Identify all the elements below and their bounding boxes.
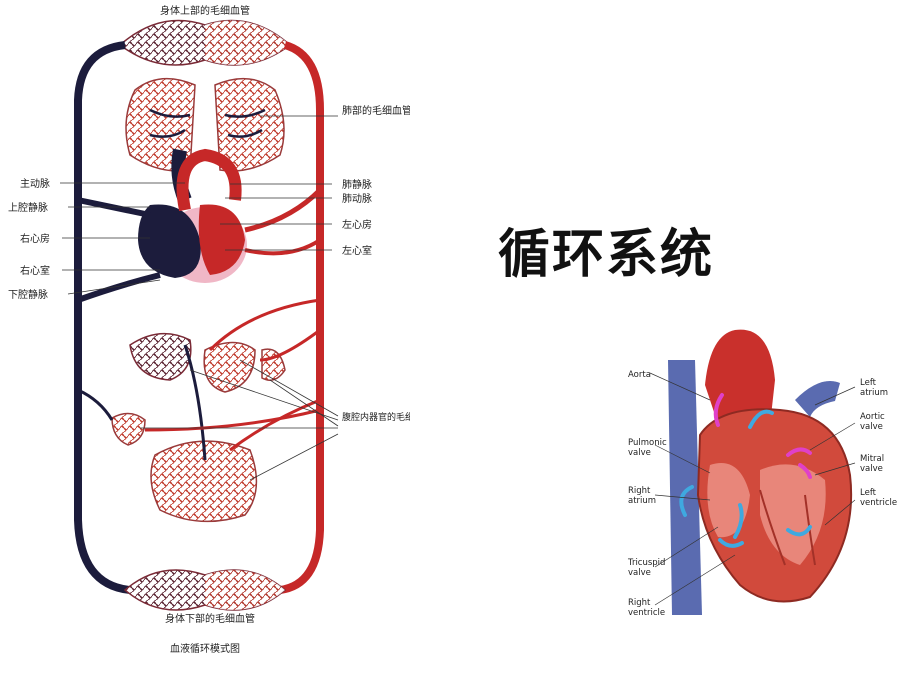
arterial-loop-right	[279, 41, 324, 594]
heart-label-tricuspid-valve-1: Tricuspid	[627, 558, 665, 568]
heart-label-right-atrium-1: Right	[628, 486, 651, 496]
venous-loop-left	[74, 41, 131, 594]
heart-label-right-atrium-2: atrium	[628, 496, 656, 506]
circulation-diagram: 身体上部的毛细血管 主动脉 上腔静脉 右心房 右心室 下腔静脉 肺部的毛细血管 …	[8, 4, 410, 655]
bottom-capillary-label: 身体下部的毛细血管	[165, 612, 255, 625]
label-left-ventricle: 左心室	[342, 244, 372, 257]
heart-label-aortic-valve-1: Aortic	[860, 412, 885, 422]
label-left-atrium: 左心房	[342, 218, 372, 231]
label-pulmonary-artery: 肺动脉	[342, 192, 372, 205]
label-aorta: 主动脉	[20, 177, 50, 190]
pulmonary-vein	[795, 381, 840, 417]
heart-label-left-ventricle-1: Left	[860, 488, 877, 498]
heart-label-left-atrium-2: atrium	[860, 388, 888, 398]
slide-title: 循环系统	[498, 224, 715, 285]
heart-label-pulmonic-valve-2: valve	[628, 448, 651, 458]
label-leaders	[60, 115, 339, 481]
heart-label-right-ventricle-2: ventricle	[628, 608, 665, 618]
label-lung-capillaries: 肺部的毛细血管	[342, 104, 410, 117]
aorta-arch	[705, 329, 775, 430]
heart-label-aorta: Aorta	[628, 370, 651, 380]
label-pulmonary-vein: 肺静脉	[342, 178, 372, 191]
top-capillary-label: 身体上部的毛细血管	[160, 4, 250, 17]
vena-cava	[668, 360, 702, 615]
heart-label-tricuspid-valve-2: valve	[628, 568, 651, 578]
heart-label-mitral-valve-1: Mitral	[860, 454, 884, 464]
heart-cross-section: Aorta Pulmonic valve Right atrium Tricus…	[627, 329, 897, 618]
heart-label-left-atrium-1: Left	[860, 378, 877, 388]
lung-capillaries	[125, 77, 285, 172]
heart	[138, 148, 247, 283]
upper-body-capillaries	[118, 19, 292, 66]
diagram-caption: 血液循环模式图	[170, 642, 240, 655]
abdominal-capillaries	[77, 298, 321, 523]
heart-label-left-ventricle-2: ventricle	[860, 498, 897, 508]
label-superior-vena-cava: 上腔静脉	[8, 201, 48, 214]
heart-label-right-ventricle-1: Right	[628, 598, 651, 608]
heart-label-mitral-valve-2: valve	[860, 464, 883, 474]
heart-label-aortic-valve-2: valve	[860, 422, 883, 432]
lower-body-capillaries	[123, 569, 287, 611]
label-right-ventricle: 右心室	[20, 264, 50, 277]
label-abdominal-capillaries: 腹腔内器官的毛细血管	[342, 411, 410, 423]
label-inferior-vena-cava: 下腔静脉	[8, 288, 48, 301]
heart-label-pulmonic-valve-1: Pulmonic	[628, 438, 667, 448]
label-lung-capillaries-text: 肺部的毛细血管	[342, 104, 410, 117]
label-right-atrium: 右心房	[20, 232, 50, 245]
